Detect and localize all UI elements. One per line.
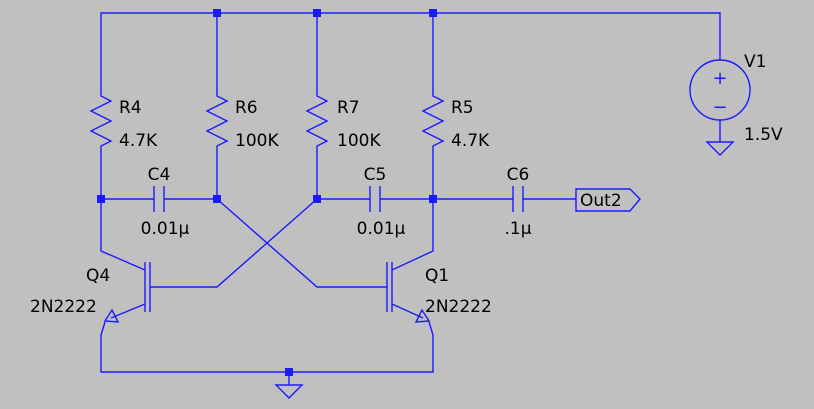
- resistor-r5-symbol[interactable]: [421, 88, 445, 152]
- c6-value-label: .1µ: [504, 219, 531, 239]
- c6-ref-label: C6: [507, 165, 530, 185]
- ground-icon: [274, 384, 304, 399]
- r5-value-label: 4.7K: [451, 131, 490, 151]
- junction-dot: [213, 195, 221, 203]
- q1-value-label: 2N2222: [425, 297, 492, 317]
- capacitor-c4-symbol[interactable]: [153, 186, 165, 212]
- q4-value-label: 2N2222: [30, 297, 97, 317]
- capacitors: [153, 186, 524, 212]
- q4-ref-label: Q4: [86, 266, 110, 286]
- ground-icon: [705, 141, 735, 156]
- component-labels: R4 4.7K R6 100K R7 100K R5 4.7K C4 0.01µ…: [30, 52, 783, 317]
- c5-value-label: 0.01µ: [357, 219, 406, 239]
- junction-dot: [429, 9, 437, 17]
- r4-value-label: 4.7K: [119, 131, 158, 151]
- capacitor-c6-symbol[interactable]: [512, 186, 524, 212]
- r6-value-label: 100K: [235, 131, 279, 151]
- v1-value-label: 1.5V: [744, 125, 783, 145]
- net-label-text: Out2: [580, 191, 622, 211]
- resistors: [89, 88, 445, 152]
- r5-ref-label: R5: [451, 98, 474, 118]
- r7-value-label: 100K: [337, 131, 381, 151]
- wire-top-rail: [100, 12, 721, 88]
- r7-ref-label: R7: [337, 98, 360, 118]
- resistor-r6-symbol[interactable]: [205, 88, 229, 152]
- source-minus-sign: −: [712, 97, 727, 118]
- voltage-source-v1-symbol[interactable]: + −: [689, 59, 751, 121]
- junction-dot: [313, 195, 321, 203]
- junction-dot: [213, 9, 221, 17]
- resistor-r7-symbol[interactable]: [305, 88, 329, 152]
- junction-dot: [97, 195, 105, 203]
- c4-value-label: 0.01µ: [141, 219, 190, 239]
- resistor-r4-symbol[interactable]: [89, 88, 113, 152]
- capacitor-c5-symbol[interactable]: [369, 186, 381, 212]
- wire-cross-a: [216, 198, 387, 288]
- wires: [100, 12, 721, 385]
- wire-ground-rail: [100, 335, 434, 373]
- junctions: [97, 9, 437, 376]
- transistor-q4-symbol[interactable]: [100, 240, 151, 336]
- junction-dot: [285, 368, 293, 376]
- source-plus-sign: +: [712, 68, 727, 89]
- junction-dot: [429, 195, 437, 203]
- v1-ref-label: V1: [744, 52, 766, 72]
- c4-ref-label: C4: [148, 165, 171, 185]
- r4-ref-label: R4: [119, 98, 142, 118]
- junction-dot: [313, 9, 321, 17]
- wire-cross-b: [150, 198, 318, 288]
- c5-ref-label: C5: [364, 165, 387, 185]
- r6-ref-label: R6: [235, 98, 258, 118]
- net-label-out2[interactable]: Out2: [575, 188, 641, 212]
- q1-ref-label: Q1: [425, 266, 449, 286]
- transistor-q1-symbol[interactable]: [386, 240, 434, 336]
